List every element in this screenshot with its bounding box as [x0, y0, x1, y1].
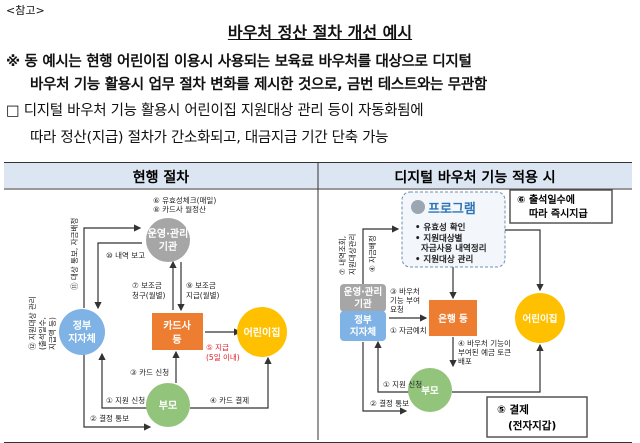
vertical-step-label: 지원대상관리 [347, 234, 357, 275]
step-label: 배포 [458, 357, 472, 366]
vertical-step-label: (출석일수, [37, 317, 47, 350]
step-label: ② 결정 통보 [90, 413, 129, 423]
gov-label-1: 정부 [73, 319, 91, 332]
card-company-node [152, 313, 203, 350]
note-mark: ※ [6, 54, 20, 70]
program-item: • 지원대상 관리 [415, 254, 473, 265]
instant-pay-line-2: 따라 즉시지급 [529, 207, 588, 220]
program-title: 프로그램 [428, 202, 476, 217]
step-label: ⑧ 카드사 월정산 [153, 204, 206, 214]
bank-node [429, 300, 477, 336]
card-label-2: 등 [172, 334, 181, 346]
step-label: (5일 이내) [206, 352, 240, 362]
program-item: 자금사용 내역정리 [421, 243, 487, 254]
daycare-label: 어린이집 [244, 326, 281, 339]
parent-label: 부모 [159, 400, 177, 412]
payment-box [486, 396, 588, 438]
vertical-step-label: 지급액 등) [47, 317, 57, 350]
step-label: 요청 [390, 305, 404, 314]
agency-label-2: 기관 [354, 298, 372, 310]
daycare-node [515, 293, 565, 343]
step-label: 지급(월별) [186, 290, 220, 300]
parent-label: 부모 [421, 385, 439, 397]
agency-label-2: 기관 [159, 240, 178, 253]
payment-line-1: ⑤ 결제 [497, 403, 529, 416]
step-label: ⑤ 지급 [206, 343, 229, 352]
daycare-node [237, 307, 287, 357]
left-header: 현행 절차 [133, 170, 190, 186]
instant-pay-box [509, 189, 613, 224]
step-label: 청구(월별) [132, 290, 166, 300]
gov-label-1: 정부 [354, 314, 372, 326]
page-title: 바우처 정산 절차 개선 예시 [0, 19, 640, 43]
step-label: 부여된 예금 토큰 [458, 347, 511, 357]
page-title-text: 바우처 정산 절차 개선 예시 [227, 23, 413, 42]
vertical-step-label: ⑫ 지원대상 관리 [27, 296, 37, 350]
step-label: ⑨ 보조금 [186, 281, 216, 290]
daycare-label: 어린이집 [523, 313, 558, 325]
gov-label-2: 지자체 [68, 332, 96, 345]
right-header: 디지털 바우처 기능 적용 시 [394, 169, 555, 186]
program-item: • 지원대상별 [415, 233, 463, 244]
step-label: ④ 카드 결제 [210, 395, 249, 405]
gov-label-2: 지자체 [350, 326, 376, 338]
para-text-1: 디지털 바우처 기능 활용시 어린이집 지원대상 관리 등이 자동화됨에 [23, 103, 424, 119]
vertical-step-label: ⑦ 내역조회, [337, 236, 347, 275]
para-line-1: □ 디지털 바우처 기능 활용시 어린이집 지원대상 관리 등이 자동화됨에 [6, 99, 424, 120]
step-label: ③ 카드 신청 [130, 368, 169, 377]
gov-node [59, 309, 105, 355]
step-label: ① 자금예치 [390, 325, 427, 335]
vertical-step-label: ④ 자금배정 [367, 235, 377, 272]
agency-node [340, 284, 386, 312]
payment-line-2: (전자지갑) [508, 419, 556, 432]
gov-node [340, 311, 386, 341]
agency-label-1: 운영·관리 [148, 227, 189, 240]
vertical-step-label: ⑪ 대상 통보, 자금배정 [69, 218, 79, 290]
reference-label: <참고> [6, 4, 45, 17]
step-label: ① 지원 신청 [383, 380, 422, 389]
note-line-1: ※ 동 예시는 현행 어린이집 이용시 사용되는 보육료 바우처를 대상으로 디… [6, 50, 472, 71]
step-label: ③ 바우처 [390, 286, 420, 296]
agency-node [146, 218, 190, 262]
instant-pay-line-1: ⑥ 출석일수에 [517, 193, 575, 206]
note-line-2: 바우처 기능 활용시 업무 절차 변화를 제시한 것으로, 금번 테스트와는 무… [30, 77, 487, 93]
bank-label: 은행 등 [438, 313, 468, 325]
step-label: ⑩ 내역 보고 [106, 250, 145, 260]
left-arrows [83, 224, 272, 431]
agency-label-1: 운영·관리 [344, 286, 383, 298]
parent-node [146, 383, 190, 427]
program-box [401, 191, 506, 268]
step-label: ① 지원 신청 [106, 396, 145, 405]
program-item: • 유효성 확인 [415, 222, 466, 233]
step-label: ② 결정 통보 [370, 398, 409, 408]
step-label: ⑦ 보조금 [132, 281, 162, 290]
card-label-1: 카드사 [163, 319, 191, 332]
parent-node [408, 368, 452, 412]
step-label: ⑥ 유효성체크(매일) [153, 195, 216, 205]
checkbox-icon: □ [6, 103, 20, 119]
step-label: 기능 부여 [390, 295, 420, 305]
para-line-2: 따라 정산(지급) 절차가 간소화되고, 대금지급 기간 단축 가능 [30, 130, 389, 146]
step-label: ④ 바우처 기능이 [458, 338, 511, 348]
gear-icon [411, 200, 425, 214]
note-text-1: 동 예시는 현행 어린이집 이용시 사용되는 보육료 바우처를 대상으로 디지털 [24, 54, 472, 70]
